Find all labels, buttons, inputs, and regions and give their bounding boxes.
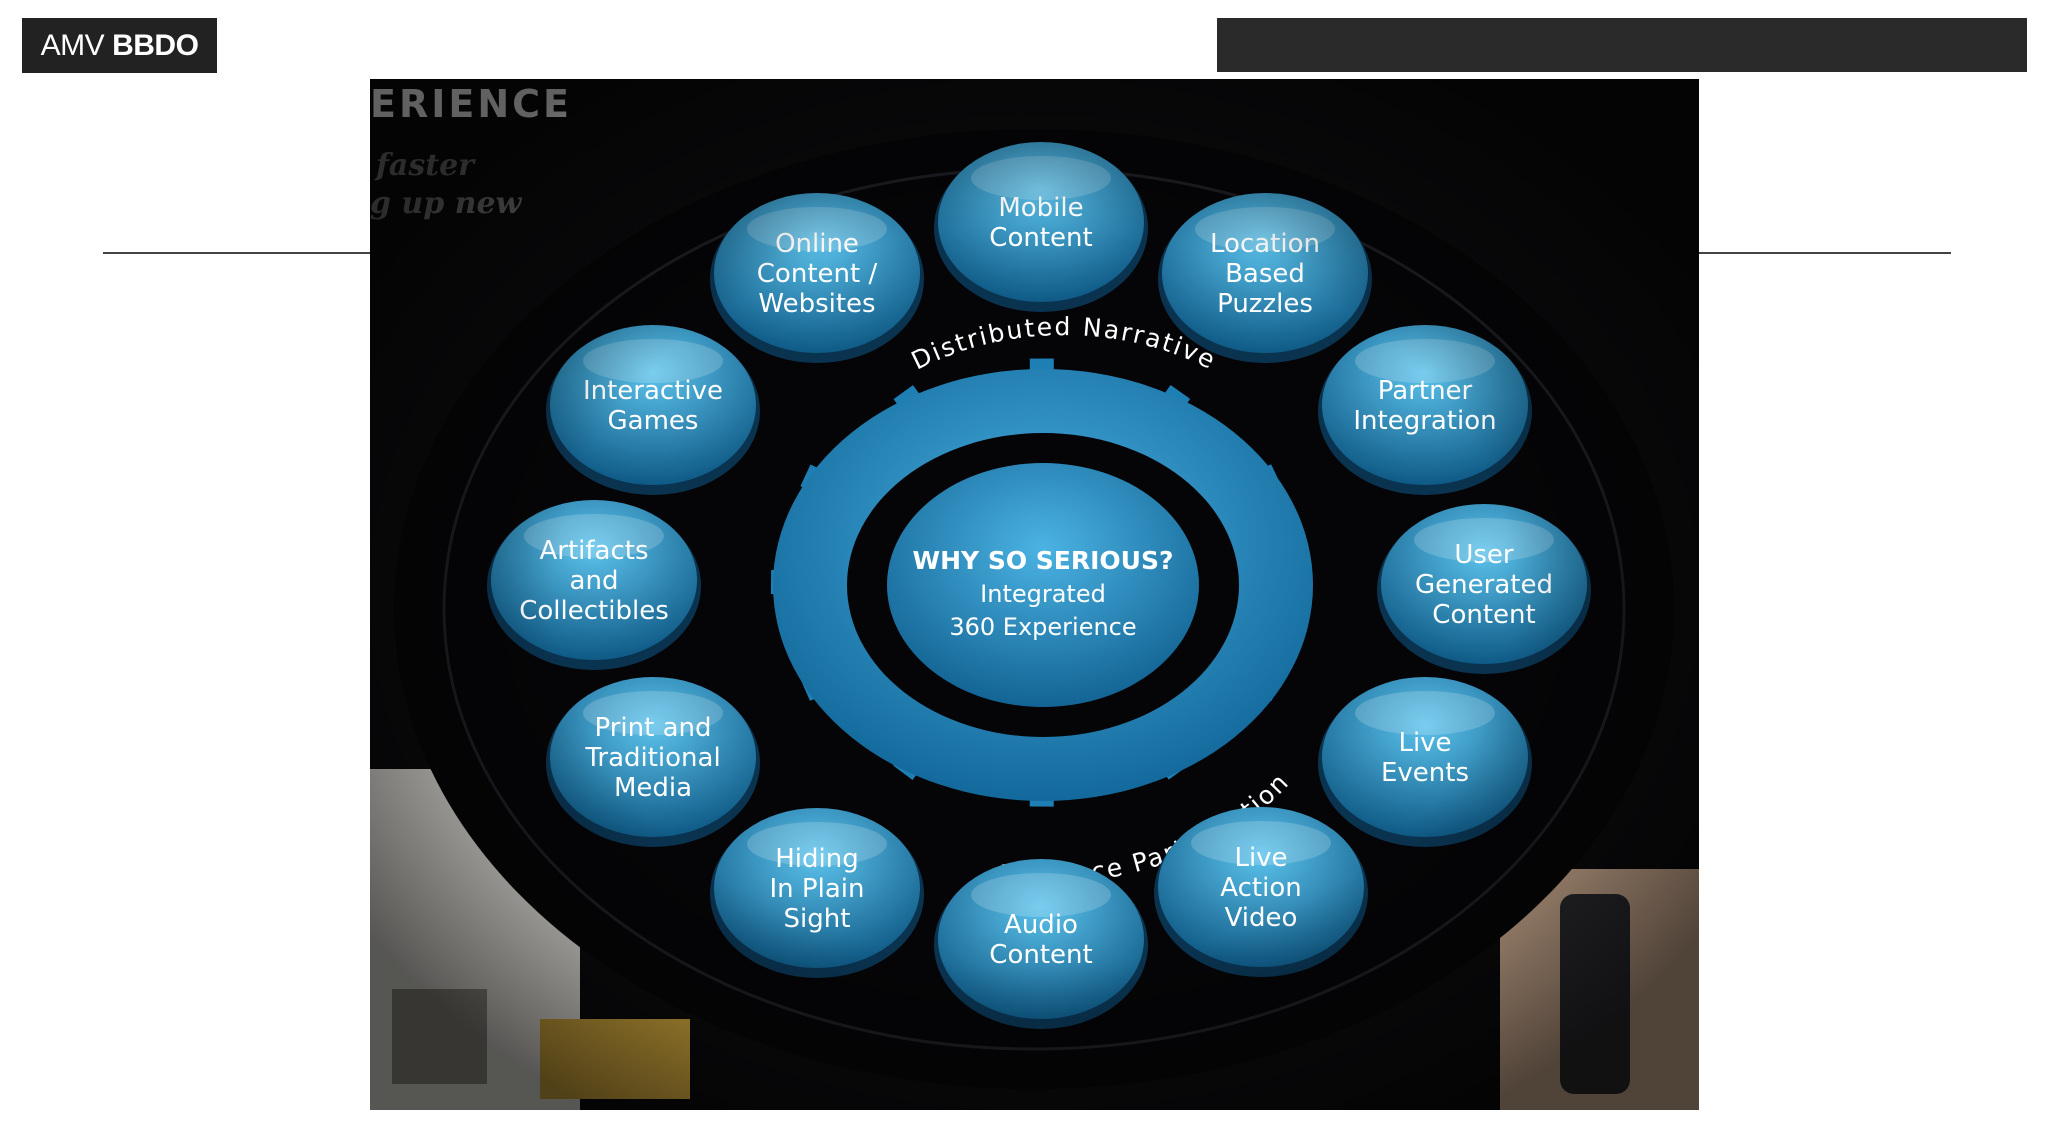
bg-subtitle-fragment-1: faster [374,148,476,183]
amv-bbdo-logo: AMV BBDO [22,18,217,73]
taxi-photo [540,1019,690,1099]
bg-title-fragment: ERIENCE [370,82,572,126]
phone-shape [1560,894,1630,1094]
bubble-label-line: Interactive [583,376,723,406]
bubble-label-line: Integration [1353,406,1496,436]
integrated-experience-diagram: ERIENCE faster g up new Distributed Narr… [370,79,1699,1110]
bubble-label-line: In Plain [770,874,865,904]
logo-text-bbdo: BBDO [112,28,199,62]
bubble-label-line: Collectibles [519,596,669,626]
bubble-label-line: Games [608,406,699,436]
bubble-label-line: Video [1225,903,1298,933]
newspaper-photo [392,989,487,1084]
bubble-label-line: Location [1210,229,1320,259]
bubble-label-line: Artifacts [539,536,648,566]
bubble-label-line: Mobile [998,193,1083,223]
bubble-label-line: Websites [758,289,875,319]
bubble-label-line: Live [1398,728,1451,758]
bubble-label-line: Sight [784,904,851,934]
bubble-label-line: Action [1220,873,1301,903]
center-title: WHY SO SERIOUS? [913,546,1174,575]
bubble-label-line: Traditional [584,743,720,773]
bubble-label-line: Puzzles [1217,289,1313,319]
bubble-label-line: and [570,566,619,596]
bubble-label-line: Hiding [775,844,858,874]
bubble-label-line: Based [1225,259,1305,289]
bubble-label-line: Events [1381,758,1469,788]
bubble-label-line: Content [1432,600,1535,630]
bubble-label-line: Generated [1415,570,1553,600]
bubble-label-line: Content / [757,259,878,289]
center-line-2: 360 Experience [949,613,1136,641]
bg-subtitle-fragment-2: g up new [370,186,523,221]
bubble-label-line: Online [775,229,859,259]
bubble-label-line: Live [1234,843,1287,873]
header-title-bar [1217,18,2027,72]
bubble-label-line: Media [614,773,692,803]
bubble-label-line: Content [989,940,1092,970]
diagram-canvas: ERIENCE faster g up new Distributed Narr… [370,79,1699,1110]
bubble-label-line: Partner [1378,376,1473,406]
bubble-label-line: Print and [595,713,712,743]
bubble-label-line: Audio [1004,910,1078,940]
center-line-1: Integrated [980,580,1106,608]
bubble-label-line: User [1454,540,1514,570]
bubble-label-line: Content [989,223,1092,253]
logo-text-amv: AMV [40,28,105,62]
